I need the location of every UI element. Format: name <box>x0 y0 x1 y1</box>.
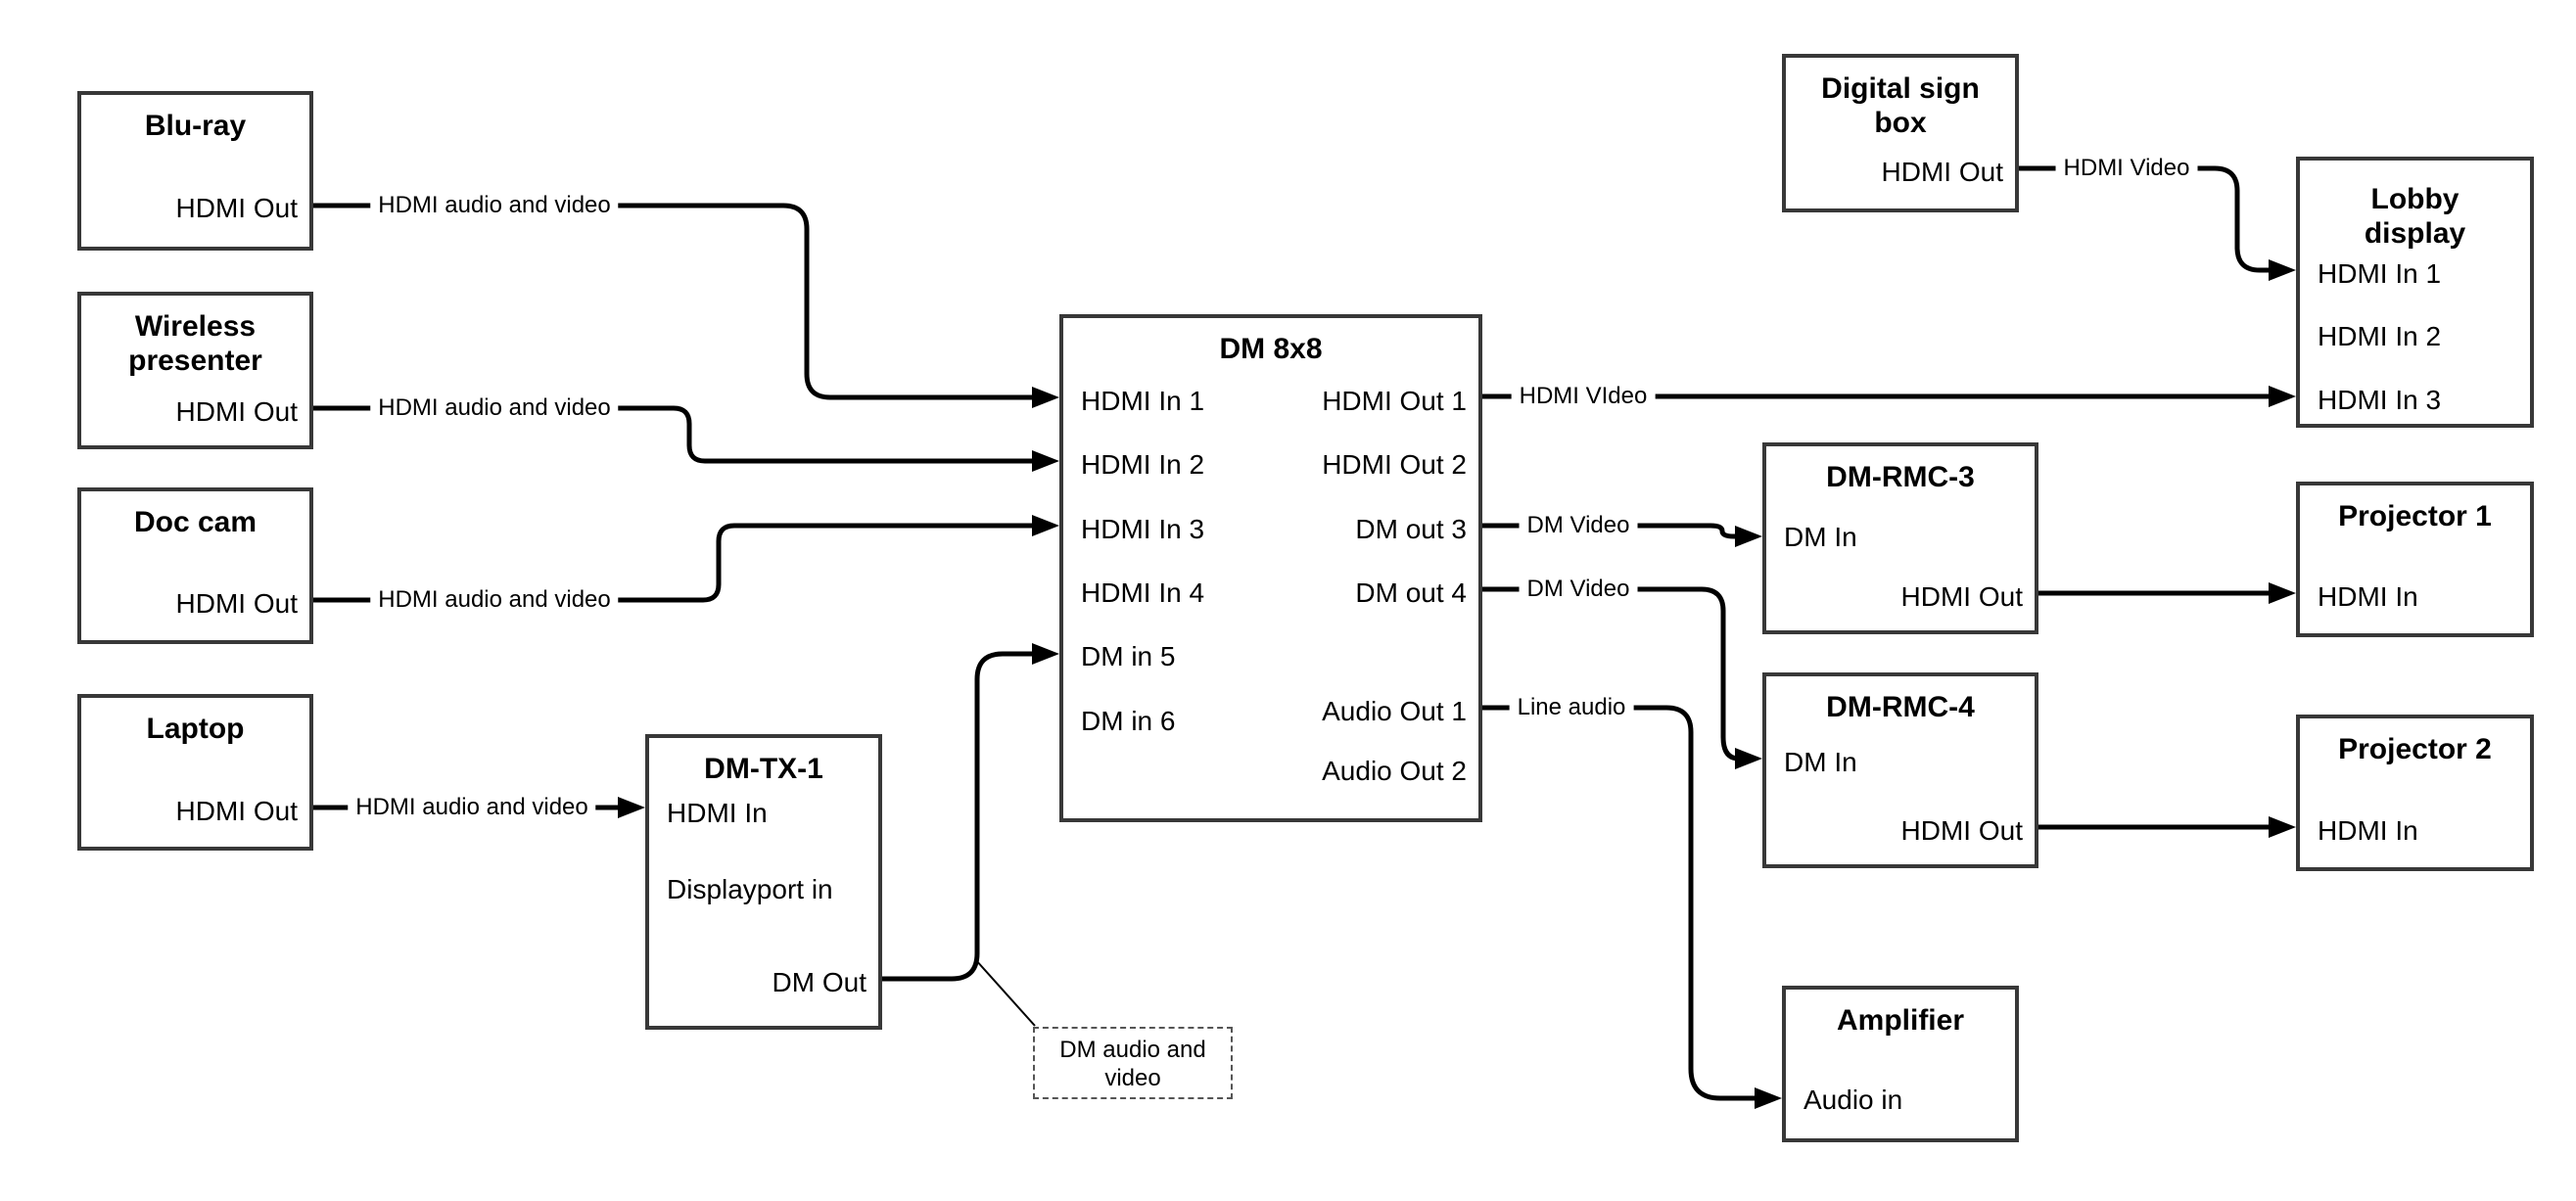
node-title: Amplifier <box>1836 1004 1965 1037</box>
node-dm-8x8: DM 8x8 HDMI In 1 HDMI In 2 HDMI In 3 HDM… <box>1059 314 1482 822</box>
edge-label-hdmi-video-sign: HDMI Video <box>2055 154 2198 183</box>
arrowhead-dmrmc3-dm-in <box>1735 526 1762 547</box>
arrowhead-dm8x8-in2 <box>1032 450 1059 472</box>
note-dm-audio-and-video: DM audio and video <box>1033 1027 1233 1099</box>
port-hdmi-in-4: HDMI In 4 <box>1081 577 1205 608</box>
edge-label-dm-video-out4: DM Video <box>1519 575 1638 604</box>
node-dm-rmc-3: DM-RMC-3 DM In HDMI Out <box>1762 442 2038 634</box>
port-hdmi-out-2: HDMI Out 2 <box>1322 449 1467 480</box>
edge-label-hdmi-audio-video-3: HDMI audio and video <box>370 585 619 615</box>
port-hdmi-in: HDMI In <box>2318 581 2418 612</box>
node-bluray: Blu-ray HDMI Out <box>77 91 313 251</box>
node-digital-sign-box: Digital sign box HDMI Out <box>1782 54 2019 212</box>
edge-wireless-to-dm8x8 <box>313 405 1036 464</box>
port-hdmi-in-3: HDMI In 3 <box>2318 385 2442 415</box>
edge-label-hdmi-video-out1: HDMI VIdeo <box>1511 382 1656 411</box>
node-title: Lobby display <box>2364 183 2466 250</box>
arrowhead-dmtx1-hdmi-in <box>618 797 645 818</box>
port-dm-out-4: DM out 4 <box>1355 577 1467 608</box>
arrowhead-lobby-in1 <box>2269 259 2296 281</box>
node-title: Blu-ray <box>144 110 247 142</box>
node-dm-tx-1: DM-TX-1 HDMI In Displayport in DM Out <box>645 734 882 1030</box>
node-dm-rmc-4: DM-RMC-4 DM In HDMI Out <box>1762 672 2038 868</box>
edge-label-dm-video-out3: DM Video <box>1519 511 1638 540</box>
node-amplifier: Amplifier Audio in <box>1782 986 2019 1142</box>
edge-dm8x8-to-amplifier <box>1482 705 1758 1101</box>
arrowhead-proj1-hdmi-in <box>2269 582 2296 604</box>
port-audio-out-1: Audio Out 1 <box>1322 696 1467 726</box>
port-hdmi-in-2: HDMI In 2 <box>1081 449 1205 480</box>
edge-doccam-to-dm8x8 <box>313 523 1036 603</box>
port-hdmi-out: HDMI Out <box>175 396 298 427</box>
node-laptop: Laptop HDMI Out <box>77 694 313 851</box>
port-hdmi-in-2: HDMI In 2 <box>2318 321 2442 351</box>
node-title: Doc cam <box>133 506 258 538</box>
edge-dm8x8-to-dmrmc3 <box>1482 523 1739 539</box>
port-hdmi-in: HDMI In <box>2318 815 2418 846</box>
node-projector-2: Projector 2 HDMI In <box>2296 715 2534 871</box>
node-title: Projector 2 <box>2338 733 2492 765</box>
port-dm-in: DM In <box>1784 522 1857 552</box>
node-lobby-display: Lobby display HDMI In 1 HDMI In 2 HDMI I… <box>2296 157 2534 428</box>
port-hdmi-in-1: HDMI In 1 <box>1081 386 1205 416</box>
arrowhead-dm8x8-in1 <box>1032 387 1059 408</box>
arrowhead-proj2-hdmi-in <box>2269 816 2296 838</box>
port-hdmi-out: HDMI Out <box>1900 581 2023 612</box>
port-hdmi-out: HDMI Out <box>175 193 298 223</box>
port-dm-out: DM Out <box>772 967 866 997</box>
node-title: Projector 1 <box>2338 500 2492 532</box>
arrowhead-dm8x8-in3 <box>1032 515 1059 536</box>
port-hdmi-out: HDMI Out <box>175 796 298 826</box>
node-title: Wireless presenter <box>128 310 262 377</box>
edge-label-line-audio: Line audio <box>1509 693 1634 722</box>
edge-label-hdmi-audio-video-1: HDMI audio and video <box>370 191 619 220</box>
port-dm-in: DM In <box>1784 747 1857 777</box>
port-hdmi-out: HDMI Out <box>1881 157 2003 187</box>
edge-label-hdmi-audio-video-4: HDMI audio and video <box>348 793 596 822</box>
arrowhead-amplifier-audio-in <box>1755 1087 1782 1109</box>
edge-bluray-to-dm8x8 <box>313 203 1036 400</box>
node-wireless-presenter: Wireless presenter HDMI Out <box>77 292 313 449</box>
port-hdmi-out-1: HDMI Out 1 <box>1322 386 1467 416</box>
node-doc-cam: Doc cam HDMI Out <box>77 487 313 644</box>
node-title: DM-RMC-3 <box>1826 461 1975 493</box>
port-audio-out-2: Audio Out 2 <box>1322 756 1467 786</box>
port-dm-in-5: DM in 5 <box>1081 641 1176 671</box>
port-hdmi-in-1: HDMI In 1 <box>2318 258 2442 289</box>
port-dm-in-6: DM in 6 <box>1081 706 1176 736</box>
node-title: DM-RMC-4 <box>1826 691 1975 723</box>
arrowhead-dm8x8-in5 <box>1032 643 1059 665</box>
port-hdmi-out: HDMI Out <box>1900 815 2023 846</box>
edge-label-hdmi-audio-video-2: HDMI audio and video <box>370 393 619 423</box>
node-title: DM 8x8 <box>1219 333 1323 365</box>
node-title: Digital sign box <box>1821 72 1980 139</box>
port-dm-out-3: DM out 3 <box>1355 514 1467 544</box>
note-callout-line <box>974 958 1036 1027</box>
arrowhead-dmrmc4-dm-in <box>1735 748 1762 769</box>
node-title: Laptop <box>146 713 245 745</box>
edge-dmtx1-to-dm8x8 <box>882 651 1036 982</box>
port-hdmi-in-3: HDMI In 3 <box>1081 514 1205 544</box>
node-projector-1: Projector 1 HDMI In <box>2296 482 2534 637</box>
port-displayport-in: Displayport in <box>667 874 833 904</box>
arrowhead-lobby-in3 <box>2269 386 2296 407</box>
port-hdmi-out: HDMI Out <box>175 588 298 619</box>
edge-digitalsign-to-lobby <box>2019 165 2272 273</box>
node-title: DM-TX-1 <box>704 753 823 785</box>
port-audio-in: Audio in <box>1803 1085 1903 1115</box>
port-hdmi-in: HDMI In <box>667 798 768 828</box>
edge-dm8x8-to-dmrmc4 <box>1482 586 1740 762</box>
